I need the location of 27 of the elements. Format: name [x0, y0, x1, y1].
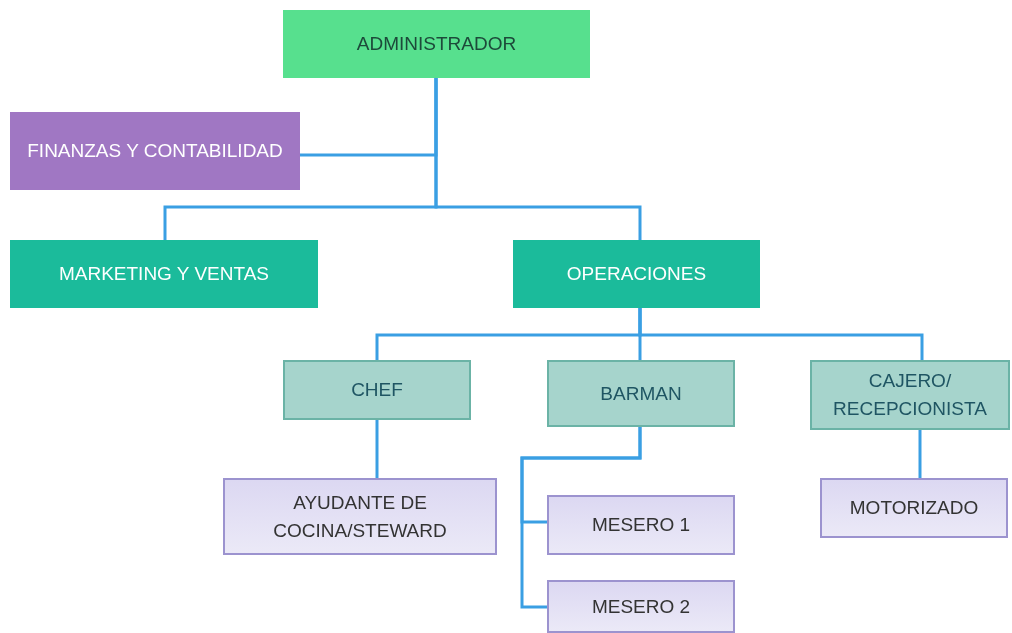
connector-line: [434, 78, 642, 240]
org-chart-box: [547, 360, 735, 427]
role-label: ADMINISTRADOR: [356, 32, 517, 57]
role-label: AYUDANTE DE COCINA/STEWARD: [272, 490, 448, 543]
org-chart-box: [810, 360, 1010, 430]
connector-line: [918, 430, 922, 478]
role-label: CHEF: [351, 378, 403, 403]
org-chart-box: [547, 580, 735, 633]
org-chart-box: [10, 112, 300, 190]
role-label: MARKETING Y VENTAS: [58, 262, 270, 287]
connector-line: [638, 308, 924, 360]
role-label: FINANZAS Y CONTABILIDAD: [27, 139, 283, 164]
role-label: CAJERO/ RECEPCIONISTA: [832, 369, 988, 421]
role-label: MOTORIZADO: [849, 496, 979, 521]
role-label: MESERO 2: [591, 594, 691, 619]
org-chart-box: [283, 360, 471, 420]
connector-line: [520, 427, 642, 609]
role-label: MESERO 1: [591, 513, 691, 538]
connector-line: [375, 420, 379, 478]
org-chart-box: [820, 478, 1008, 538]
role-label: OPERACIONES: [566, 262, 707, 287]
role-label: BARMAN: [600, 381, 682, 406]
org-chart-box: [283, 10, 590, 78]
org-chart-box: [223, 478, 497, 555]
org-chart-box: [547, 495, 735, 555]
org-chart-box: [513, 240, 760, 308]
org-chart-box: [10, 240, 318, 308]
